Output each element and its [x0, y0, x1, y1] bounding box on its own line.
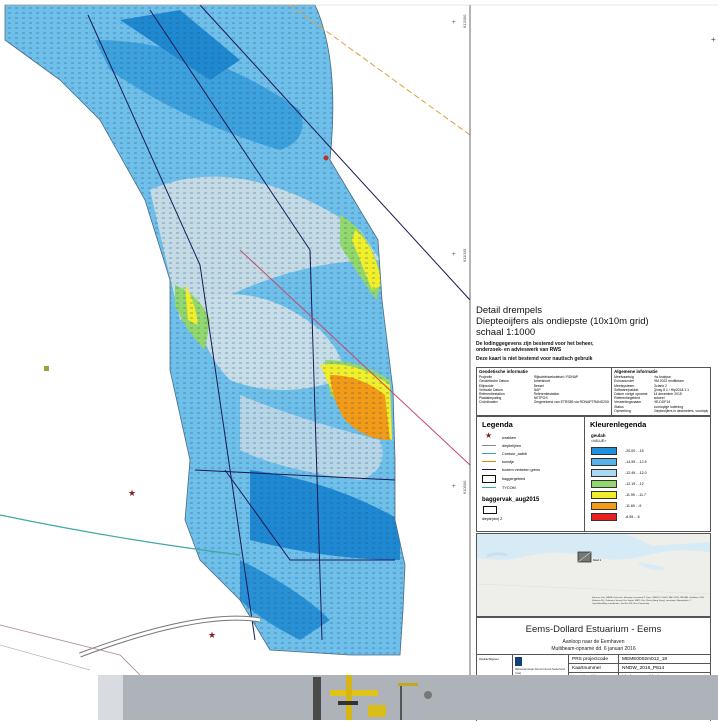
svg-text:612000: 612000: [462, 14, 467, 28]
project-subtitle: Aanloop naar de Eemhaven: [562, 639, 625, 645]
dredge-legend-title: baggervak_aug2015: [482, 497, 540, 503]
depth-label: diepte(dm) Z: [482, 517, 503, 521]
overview-source: Sources: Esri, HERE, DeLorme, Intermap, …: [592, 597, 705, 605]
rijkswaterstaat-logo-icon: [515, 657, 522, 666]
color-legend: Kleurenlegenda geulah <VALUE> -20.00 - -…: [590, 420, 647, 521]
legend: Legenda ★wrakken dieptelijnen Contour_aa…: [476, 416, 711, 532]
color-legend-entry: -11.99 - -11.7: [591, 491, 646, 499]
point-marker[interactable]: [323, 155, 329, 161]
title-block: Detail drempels Diepteoijfers als ondiep…: [476, 305, 714, 362]
color-swatch: [591, 447, 617, 455]
svg-text:+: +: [452, 252, 456, 258]
color-legend-entry: -20.00 - -15: [591, 447, 644, 455]
color-legend-entry: -12.19 - -12: [591, 480, 644, 488]
client-label: Opdrachtgever: [477, 655, 513, 685]
color-legend-entry: -14.99 - -12.5: [591, 458, 647, 466]
legend-item-border: bodem verbeten grens: [482, 466, 540, 473]
map-subtitle: Diepteoijfers als ondiepste (10x10m grid…: [476, 316, 649, 327]
color-legend-field: geulah: [591, 433, 606, 438]
svg-text:+: +: [452, 484, 456, 490]
nautical-note: Deze kaart is niet bestemd voor nautisch…: [476, 356, 593, 362]
color-legend-entry: -8.99 - -5: [591, 513, 640, 521]
legend-item-wrecks: ★wrakken: [485, 431, 517, 440]
survey-date: Multibeam-opname dd. 6 januari 2016: [551, 646, 636, 652]
legend-item-contour: Contour_aalbb: [482, 450, 527, 457]
legend-item-dredge: baggergebied: [482, 475, 525, 483]
color-swatch: [591, 491, 617, 499]
svg-text:611000: 611000: [462, 248, 467, 262]
channel-outline: [4, 4, 406, 656]
overview-map[interactable]: blad 1 Sources: Esri, HERE, DeLorme, Int…: [476, 533, 711, 617]
legend-item-depthlines: dieptelijnen: [482, 442, 521, 449]
border-line: [239, 249, 471, 466]
wreck-marker-2[interactable]: ★: [208, 630, 216, 640]
wreck-marker[interactable]: ★: [128, 488, 136, 498]
vessel-photo: [98, 675, 718, 720]
coordinate-ticks: + + + + 612000 611000 610000: [452, 14, 716, 494]
usage-note: De lodinggegevens zijn bestemd voor het …: [476, 341, 594, 353]
svg-text:610000: 610000: [462, 480, 467, 494]
project-title: Eems-Dollard Estuarium - Eems: [525, 624, 662, 635]
org-logo: Rijkswaterstaat Dienst Noord-Nederland (…: [513, 655, 569, 685]
dredge-area-outlines: [87, 4, 471, 641]
legend-item-rail: kunstje: [482, 458, 514, 465]
rail-line: [289, 4, 471, 136]
color-legend-entry: -12.49 - -12.0: [591, 469, 647, 477]
svg-text:+: +: [711, 35, 716, 44]
buoy-marker[interactable]: [44, 366, 49, 371]
color-swatch: [591, 502, 617, 510]
mast-icon: [313, 677, 321, 720]
map-title: Detail drempels: [476, 305, 542, 316]
color-swatch: [591, 469, 617, 477]
dredge-swatch: [483, 506, 497, 514]
color-legend-value-header: <VALUE>: [591, 439, 607, 443]
svg-text:+: +: [452, 20, 456, 26]
legend-item-tycom: TYCOM: [482, 484, 516, 491]
color-swatch: [591, 513, 617, 521]
harbour-line: [0, 514, 241, 556]
symbol-legend: Legenda ★wrakken dieptelijnen Contour_aa…: [477, 417, 585, 531]
color-swatch: [591, 458, 617, 466]
color-swatch: [591, 480, 617, 488]
map-scale: schaal 1:1000: [476, 327, 536, 338]
overview-sheet-label: blad 1: [593, 558, 602, 562]
color-legend-entry: -11.69 - -9: [591, 502, 641, 510]
